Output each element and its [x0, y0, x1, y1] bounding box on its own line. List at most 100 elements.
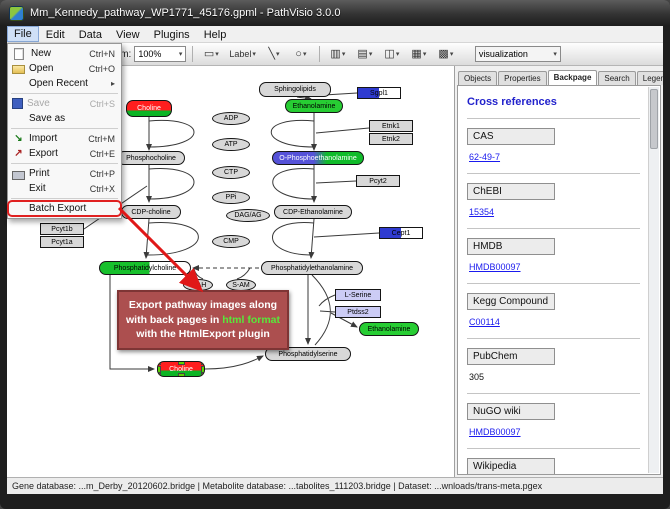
pathway-node-ptdss2[interactable]: Ptdss2	[335, 306, 381, 318]
selection-handle-n[interactable]	[178, 362, 185, 365]
node-label: Pcyt1a	[51, 238, 73, 246]
pathway-node-choline[interactable]: Choline	[157, 361, 205, 377]
pathway-node-ethanolamine[interactable]: Ethanolamine	[285, 99, 343, 113]
align-horizontal-button[interactable]: ▥▾	[326, 44, 350, 64]
pathway-node-cmp[interactable]: CMP	[212, 235, 250, 248]
selection-handle-s[interactable]	[178, 373, 185, 376]
section-value-hmdb[interactable]: HMDB00097	[469, 262, 521, 272]
label-tool-button[interactable]: Label▾	[226, 44, 259, 64]
menu-file[interactable]: File	[7, 26, 39, 42]
menu-separator	[11, 198, 118, 199]
menu-edit[interactable]: Edit	[45, 28, 65, 41]
section-value-chebi[interactable]: 15354	[469, 207, 495, 217]
panel-scrollbar[interactable]	[648, 87, 659, 473]
menu-item-label: Open	[29, 63, 54, 74]
line-tool-button[interactable]: ╲▾	[262, 44, 286, 64]
pathway-node-ethanolamine[interactable]: Ethanolamine	[359, 322, 419, 336]
menu-plugins[interactable]: Plugins	[153, 28, 190, 41]
menu-item-label: Save	[27, 98, 50, 109]
selection-handle-se[interactable]	[201, 373, 204, 376]
pathway-node-dag-ag[interactable]: DAG/AG	[226, 209, 270, 222]
selection-handle-e[interactable]	[201, 366, 204, 373]
section-value-cas[interactable]: 62-49-7	[469, 152, 501, 162]
pathway-node-etnk1[interactable]: Etnk1	[369, 120, 413, 132]
node-label: Pcyt1b	[51, 225, 73, 233]
selection-handle-sw[interactable]	[158, 373, 161, 376]
pathway-node-etnk2[interactable]: Etnk2	[369, 133, 413, 145]
menu-data[interactable]: Data	[78, 28, 102, 41]
datanode-tool-button[interactable]: ▭▾	[199, 44, 223, 64]
node-label: Sphingolipids	[274, 86, 316, 93]
shape-tool-button[interactable]: ○▾	[289, 44, 313, 64]
pathway-node-pcyt1b[interactable]: Pcyt1b	[40, 223, 84, 235]
pathway-node-o-phosphoethanolamine[interactable]: O-Phosphoethanolamine	[272, 151, 364, 165]
align-vertical-icon: ▤	[357, 47, 368, 60]
zoom-combobox[interactable]: 100% ▾	[134, 46, 187, 62]
visualization-combobox[interactable]: visualization ▾	[474, 46, 561, 62]
pathway-node-sgpl1[interactable]: Sgpl1	[357, 87, 401, 99]
tab-backpage[interactable]: Backpage	[547, 70, 598, 85]
menu-help[interactable]: Help	[203, 28, 227, 41]
menu-item-open[interactable]: Open Ctrl+O	[8, 61, 121, 76]
pathway-node-phosphatidylserine[interactable]: Phosphatidylserine	[265, 347, 351, 361]
selection-handle-w[interactable]	[158, 366, 161, 373]
tab-legend[interactable]: Legend	[636, 71, 663, 85]
pathway-node-cept1[interactable]: Cept1	[379, 227, 423, 239]
stack-button[interactable]: ▦▾	[407, 44, 431, 64]
distribute-button[interactable]: ◫▾	[380, 44, 404, 64]
section-value-nugo-wiki[interactable]: HMDB00097	[469, 427, 521, 437]
pathway-node-choline[interactable]: Choline	[126, 100, 172, 117]
section-value-kegg-compound[interactable]: C00114	[469, 317, 500, 327]
selection-handle-nw[interactable]	[158, 362, 161, 365]
pathway-node-atp[interactable]: ATP	[212, 138, 250, 151]
pathway-node-cdp-choline[interactable]: CDP-choline	[121, 205, 181, 219]
chevron-down-icon: ▾	[341, 50, 346, 58]
menu-view[interactable]: View	[115, 28, 140, 41]
pathway-node-ppi[interactable]: PPi	[212, 191, 250, 204]
menu-item-shortcut: Ctrl+O	[88, 63, 115, 74]
pathway-node-phosphatidylcholine[interactable]: Phosphatidylcholine	[99, 261, 191, 275]
menu-item-batch-export[interactable]: Batch Export	[7, 200, 122, 217]
tutorial-annotation: Export pathway images along with back pa…	[117, 290, 289, 351]
pathway-node-ctp[interactable]: CTP	[212, 166, 250, 179]
pathway-node-l-serine[interactable]: L-Serine	[335, 289, 381, 301]
align-vertical-button[interactable]: ▤▾	[353, 44, 377, 64]
node-label: Etnk2	[382, 135, 400, 143]
pathway-node-adp[interactable]: ADP	[212, 112, 250, 125]
pathway-node-phosphatidylethanolamine[interactable]: Phosphatidylethanolamine	[261, 261, 363, 275]
menu-separator	[11, 93, 118, 94]
menu-item-save-as[interactable]: Save as	[8, 111, 121, 126]
node-label: ATP	[224, 141, 238, 148]
selection-handle-ne[interactable]	[201, 362, 204, 365]
scrollbar-thumb[interactable]	[650, 89, 658, 149]
submenu-arrow-icon: ▸	[110, 79, 115, 88]
chevron-down-icon: ▾	[275, 50, 280, 58]
menu-separator	[11, 128, 118, 129]
menu-item-open-recent[interactable]: Open Recent▸	[8, 76, 121, 91]
blank-icon	[12, 203, 25, 215]
menu-item-shortcut: Ctrl+M	[88, 133, 115, 144]
node-label: Pcyt2	[369, 177, 387, 185]
window-titlebar: Mm_Kennedy_pathway_WP1771_45176.gpml - P…	[0, 0, 670, 26]
label-tool-text: Label	[229, 48, 252, 59]
pathway-node-pcyt1a[interactable]: Pcyt1a	[40, 236, 84, 248]
pathway-node-sphingolipids[interactable]: Sphingolipids	[259, 82, 331, 97]
tab-search[interactable]: Search	[598, 71, 636, 85]
pathway-node-cdp-ethanolamine[interactable]: CDP-Ethanolamine	[274, 205, 352, 219]
shape-icon: ○	[295, 47, 302, 60]
pathway-node-phosphocholine[interactable]: Phosphocholine	[117, 151, 185, 165]
pathway-node-pcyt2[interactable]: Pcyt2	[356, 175, 400, 187]
size-match-button[interactable]: ▩▾	[434, 44, 458, 64]
tab-properties[interactable]: Properties	[498, 71, 547, 85]
tab-objects[interactable]: Objects	[458, 71, 498, 85]
node-label: Choline	[169, 365, 193, 373]
